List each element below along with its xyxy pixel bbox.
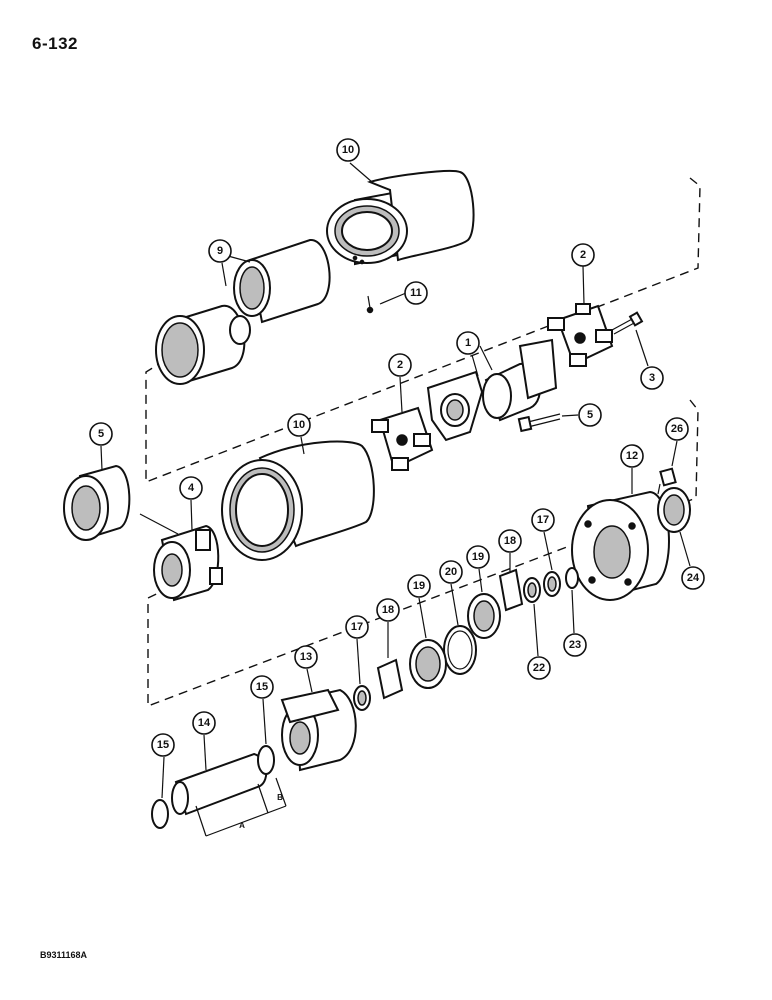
callout-26: 26 [665,417,689,441]
part-5-bolt [517,413,561,433]
svg-text:1: 1 [465,337,471,349]
svg-text:15: 15 [157,739,169,751]
svg-text:5: 5 [98,428,104,440]
callout-3: 3 [640,366,664,390]
callout-15: 15 [250,675,274,699]
svg-text:20: 20 [445,566,457,578]
callout-24: 24 [681,566,705,590]
part-5-coupling-hub [63,464,131,541]
svg-text:17: 17 [351,621,363,633]
part-9-left-sleeve [155,304,251,385]
svg-text:2: 2 [397,359,403,371]
part-2-upper-coupling [547,303,614,367]
part-3-bolt [611,311,644,335]
callout-20: 20 [439,560,463,584]
svg-text:18: 18 [382,604,394,616]
svg-text:15: 15 [256,681,268,693]
svg-text:10: 10 [293,419,305,431]
svg-text:19: 19 [472,551,484,563]
svg-text:9: 9 [217,245,223,257]
dimension-b-label: B [277,793,283,802]
svg-text:23: 23 [569,639,581,651]
callout-18: 18 [498,529,522,553]
leader-lines [100,162,691,799]
figure-code: B9311168A [40,950,88,960]
svg-text:24: 24 [687,572,700,584]
part-11-screw [366,295,374,314]
callout-4: 4 [179,476,203,500]
callout-1: 1 [456,331,480,355]
callout-10: 10 [336,138,360,162]
svg-text:2: 2 [580,249,586,261]
callout-2: 2 [388,353,412,377]
callout-5: 5 [89,422,113,446]
part-15-o-ring-right [257,745,275,775]
callout-19: 19 [466,545,490,569]
callout-10: 10 [287,413,311,437]
callout-19: 19 [407,574,431,598]
svg-text:26: 26 [671,423,683,435]
part-13-housing [280,688,357,772]
upper-group-outline [145,177,701,484]
callout-13: 13 [294,645,318,669]
part-2-lower-coupling [371,406,434,471]
svg-text:11: 11 [410,287,422,299]
part-9-right-sleeve [233,238,331,324]
part-10-lower-sleeve [221,440,375,561]
part-10-upper-sleeve [326,169,475,266]
part-14-shaft [171,752,268,816]
callout-18: 18 [376,598,400,622]
callout-2: 2 [571,243,595,267]
callout-22: 22 [527,656,551,680]
callout-11: 11 [404,281,428,305]
part-4-yoke [139,513,223,602]
bearing-stack-middle [353,567,579,711]
callout-12: 12 [620,444,644,468]
svg-text:3: 3 [649,372,655,384]
part-24-seal [657,487,691,533]
svg-text:12: 12 [626,450,638,462]
dimension-a-label: A [239,821,245,830]
svg-text:18: 18 [504,535,516,547]
part-26-bolt [657,467,677,495]
callout-23: 23 [563,633,587,657]
svg-text:13: 13 [300,651,312,663]
callout-17: 17 [531,508,555,532]
svg-text:17: 17 [537,514,549,526]
callout-9: 9 [208,239,232,263]
callout-15: 15 [151,733,175,757]
svg-text:10: 10 [342,144,354,156]
svg-text:19: 19 [413,580,425,592]
svg-text:4: 4 [188,482,195,494]
part-1-yoke-shaft [426,338,558,442]
callout-5: 5 [578,403,602,427]
page-number: 6-132 [32,34,78,53]
middle-group-outline [147,399,699,708]
svg-text:5: 5 [587,409,593,421]
callout-14: 14 [192,711,216,735]
part-12-housing [571,490,670,601]
svg-text:14: 14 [198,717,211,729]
svg-text:22: 22 [533,662,545,674]
callout-17: 17 [345,615,369,639]
part-15-o-ring-left [151,799,169,829]
dimension-lines: A B [195,777,287,837]
callouts: 10 9 11 2 1 3 2 5 10 5 26 12 4 17 18 19 … [89,138,705,757]
